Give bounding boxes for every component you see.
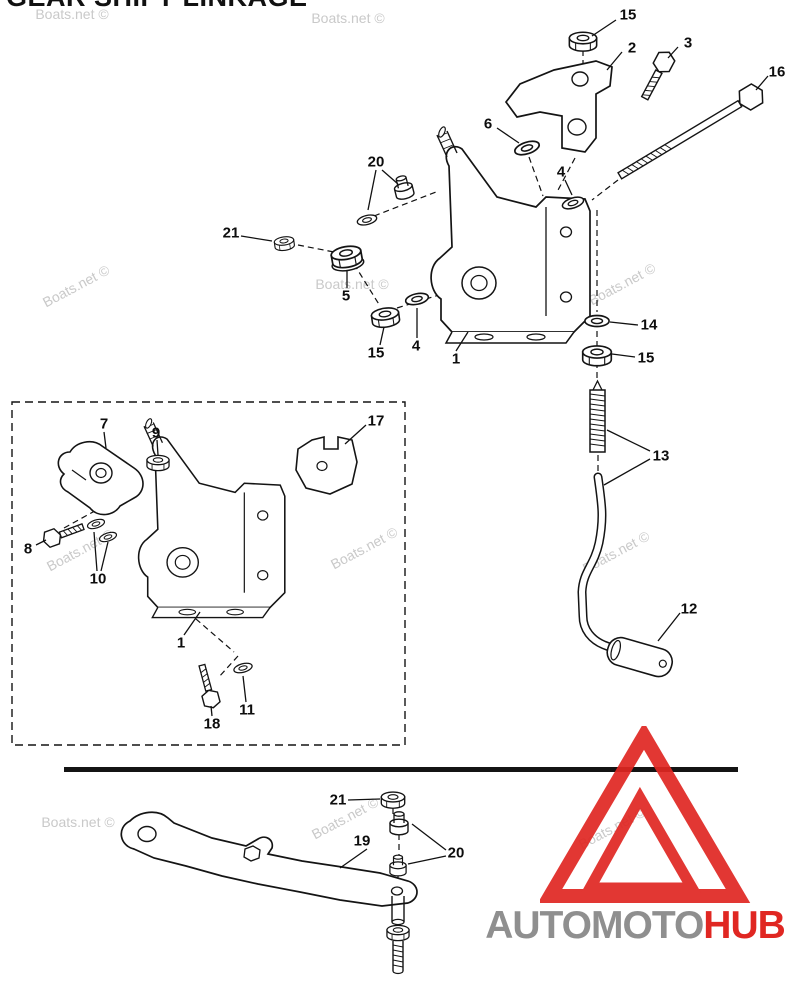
callout-21-top: 21	[222, 224, 240, 242]
part-16-bolt	[617, 83, 764, 180]
part-12-shift-handle	[577, 472, 674, 678]
part-13-threaded-rod	[589, 379, 606, 453]
callout-15-right: 15	[637, 349, 655, 367]
callout-1-inset: 1	[176, 634, 186, 652]
callout-20-top: 20	[367, 153, 385, 171]
part-8-bolt	[42, 523, 85, 549]
callout-6: 6	[483, 115, 493, 133]
callout-3: 3	[683, 34, 693, 52]
callout-2: 2	[627, 39, 637, 57]
part-3-bolt	[640, 51, 676, 101]
part-18-bolt	[198, 663, 221, 709]
part-10-washer-a	[85, 516, 107, 532]
callout-11: 11	[239, 701, 255, 719]
part-2-bracket	[504, 60, 613, 153]
callout-20-bottom: 20	[447, 844, 465, 862]
part-7-lever	[57, 440, 144, 516]
callout-8: 8	[23, 540, 33, 558]
part-9-nut	[146, 454, 170, 472]
logo-text-red: HUB	[703, 904, 785, 947]
callout-14: 14	[640, 316, 658, 334]
callout-21-bottom: 21	[329, 791, 347, 809]
part-1-bracket	[430, 125, 591, 344]
callout-9: 9	[151, 424, 161, 442]
part-20-bushing-top	[391, 173, 416, 202]
part-21-nut-top	[273, 234, 296, 253]
part-4-washer-mid	[403, 290, 431, 308]
watermark: Boats.net ©	[315, 276, 389, 292]
part-15-nut-mid	[369, 305, 402, 330]
callout-1-main: 1	[451, 350, 461, 368]
part-19-stud	[386, 896, 410, 975]
part-20-washer-top	[355, 212, 379, 228]
callout-18: 18	[203, 715, 221, 733]
callout-15-top: 15	[619, 6, 637, 24]
callout-10: 10	[89, 570, 107, 588]
callout-16: 16	[768, 63, 786, 81]
logo-triangle-icon	[540, 726, 751, 903]
logo-wordmark: AUTOMOTOHUB	[470, 904, 800, 948]
automotohub-logo: AUTOMOTOHUB	[470, 726, 800, 948]
callout-4-top: 4	[556, 163, 566, 181]
part-5-locknut	[329, 243, 365, 272]
watermark: Boats.net ©	[311, 10, 385, 26]
watermark: Boats.net ©	[35, 6, 109, 22]
part-20-bushing-bottom-a	[389, 811, 409, 836]
watermark: Boats.net ©	[41, 814, 115, 830]
inset-box	[11, 401, 406, 746]
section-divider	[64, 767, 738, 772]
part-21-nut-bottom	[380, 791, 406, 809]
part-10-washer-b	[97, 529, 119, 545]
callout-15-mid: 15	[367, 344, 385, 362]
page-title: GEAR SHIFT LINKAGE	[6, 0, 308, 13]
callout-4-mid: 4	[411, 337, 421, 355]
part-17-plate	[295, 435, 358, 495]
part-1-bracket-inset	[137, 417, 286, 619]
part-19-bracket	[120, 811, 418, 907]
callout-13: 13	[652, 447, 670, 465]
callout-19: 19	[353, 832, 371, 850]
callout-5: 5	[341, 287, 351, 305]
callout-12: 12	[680, 600, 698, 618]
part-14-washer	[584, 314, 610, 328]
callout-7: 7	[99, 415, 109, 433]
logo-text-gray: AUTOMOTO	[485, 904, 704, 947]
leader-lines	[35, 19, 769, 869]
part-11-washer	[232, 660, 254, 676]
callout-17: 17	[367, 412, 385, 430]
part-20-bushing-bottom-b	[389, 854, 407, 877]
part-15-nut-right	[581, 345, 613, 367]
